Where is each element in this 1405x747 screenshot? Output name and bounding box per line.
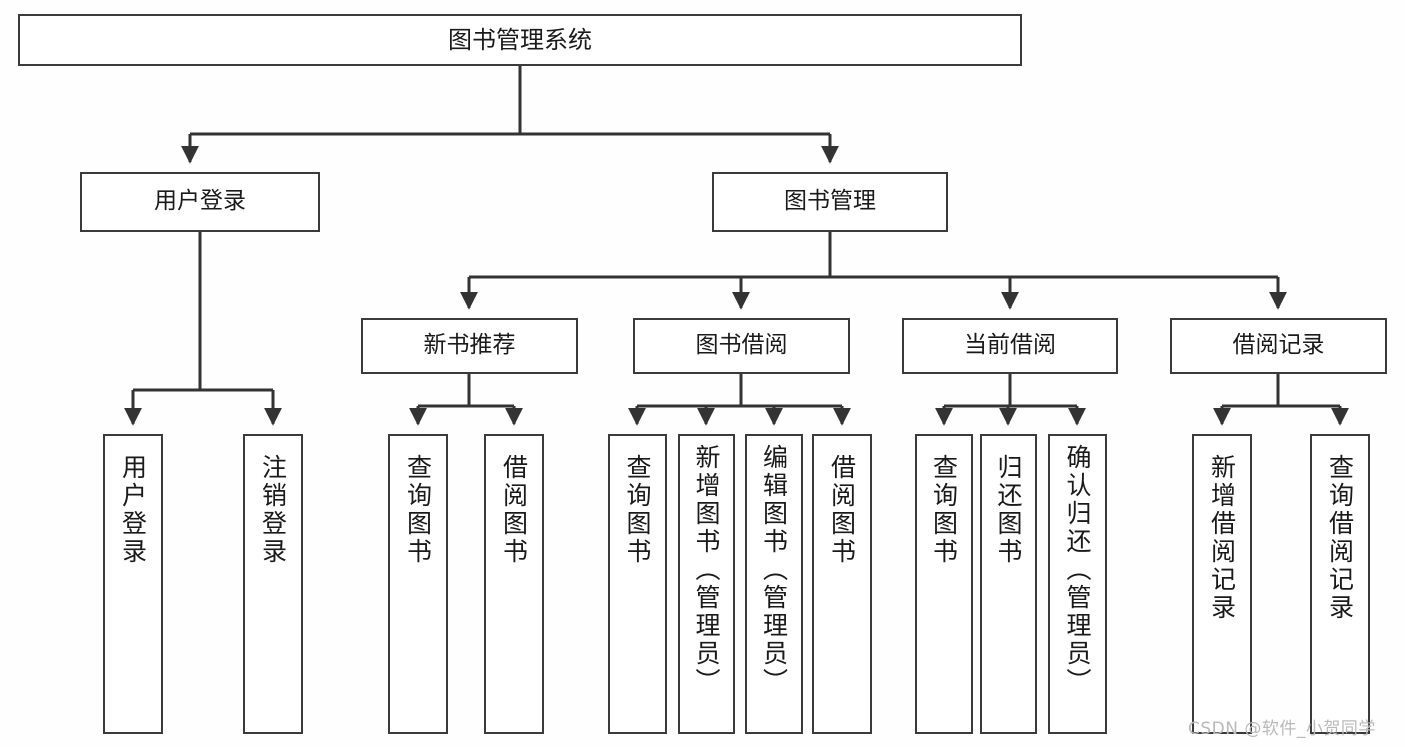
node-leaf-logout-login[interactable]: 注销登录 — [243, 434, 303, 734]
node-book-manage[interactable]: 图书管理 — [712, 172, 948, 232]
node-user-login[interactable]: 用户登录 — [80, 172, 320, 232]
node-leaf-add-borrow-record-label: 新增借阅记录 — [1207, 454, 1237, 622]
node-user-login-label: 用户登录 — [154, 188, 246, 215]
node-leaf-add-book[interactable]: 新增图书（管理员） — [678, 434, 735, 734]
node-leaf-query-book-rec[interactable]: 查询图书 — [388, 434, 448, 734]
node-leaf-query-book-rec-label: 查询图书 — [403, 454, 433, 566]
node-book-borrow-label: 图书借阅 — [695, 332, 788, 359]
node-leaf-borrow-book-label: 借阅图书 — [827, 454, 857, 566]
node-current-borrow-label: 当前借阅 — [964, 332, 1056, 359]
node-current-borrow[interactable]: 当前借阅 — [902, 318, 1118, 374]
node-root-label: 图书管理系统 — [448, 25, 592, 54]
node-book-borrow[interactable]: 图书借阅 — [633, 318, 850, 374]
node-leaf-confirm-return[interactable]: 确认归还（管理员） — [1048, 434, 1107, 734]
node-leaf-logout-login-label: 注销登录 — [258, 454, 288, 566]
node-leaf-add-book-label: 新增图书（管理员） — [692, 444, 721, 696]
node-borrow-record-label: 借阅记录 — [1232, 332, 1325, 359]
node-leaf-query-book-borrow-label: 查询图书 — [623, 454, 652, 566]
node-leaf-borrow-book-rec-label: 借阅图书 — [499, 454, 529, 566]
node-leaf-confirm-return-label: 确认归还（管理员） — [1063, 444, 1092, 696]
node-leaf-query-book-cur-label: 查询图书 — [929, 454, 959, 566]
node-leaf-query-borrow-record[interactable]: 查询借阅记录 — [1310, 434, 1370, 734]
node-leaf-query-book-borrow[interactable]: 查询图书 — [608, 434, 667, 734]
node-leaf-edit-book-label: 编辑图书（管理员） — [759, 444, 789, 696]
node-leaf-edit-book[interactable]: 编辑图书（管理员） — [745, 434, 803, 734]
node-book-manage-label: 图书管理 — [784, 188, 876, 215]
node-leaf-borrow-book-rec[interactable]: 借阅图书 — [484, 434, 544, 734]
node-leaf-query-borrow-record-label: 查询借阅记录 — [1325, 454, 1355, 622]
node-leaf-user-login[interactable]: 用户登录 — [103, 434, 163, 734]
node-borrow-record[interactable]: 借阅记录 — [1170, 318, 1387, 374]
node-new-book-recommend-label: 新书推荐 — [423, 332, 516, 359]
node-leaf-user-login-label: 用户登录 — [118, 454, 148, 566]
csdn-watermark: CSDN @软件_小贺同学 — [1188, 719, 1376, 739]
node-leaf-return-book-label: 归还图书 — [994, 454, 1023, 566]
node-leaf-return-book[interactable]: 归还图书 — [980, 434, 1037, 734]
node-leaf-query-book-cur[interactable]: 查询图书 — [915, 434, 973, 734]
node-leaf-add-borrow-record[interactable]: 新增借阅记录 — [1192, 434, 1252, 734]
node-root[interactable]: 图书管理系统 — [18, 14, 1022, 66]
node-leaf-borrow-book[interactable]: 借阅图书 — [812, 434, 872, 734]
node-new-book-recommend[interactable]: 新书推荐 — [361, 318, 578, 374]
